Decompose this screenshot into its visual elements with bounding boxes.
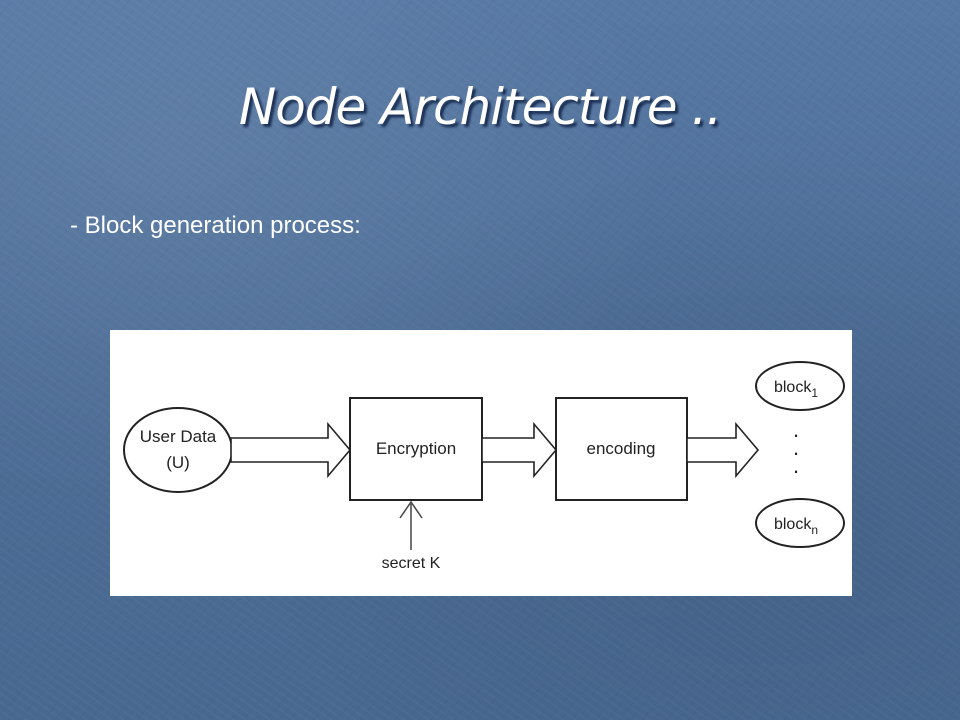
ellipsis-dot-2: . [793,435,799,460]
ellipsis-dot-3: . [793,453,799,478]
block-n-label: blockn [774,516,818,537]
block-1-node [755,361,845,411]
ellipsis-dot-1: . [793,417,799,442]
arrow-encryption-to-encoding [481,421,558,479]
user-data-label: User Data [140,427,217,446]
user-data-symbol: (U) [166,453,190,472]
slide-subtitle: - Block generation process: [70,212,361,239]
block-1-label: block1 [774,379,818,400]
arrow-input-to-encryption [230,421,352,479]
diagram-panel: User Data (U) Encryption encoding secret… [110,330,852,596]
slide-title: Node Architecture .. [238,78,722,136]
user-data-node [123,407,233,493]
encryption-node [349,397,483,501]
secret-key-arrowhead [399,500,423,519]
encoding-node [555,397,688,501]
block-n-subscript: n [811,523,818,537]
block-generation-diagram: User Data (U) Encryption encoding secret… [123,361,845,572]
block-1-subscript: 1 [811,386,818,400]
arrow-encoding-to-blocks [686,421,760,479]
encryption-label: Encryption [376,439,456,458]
encoding-label: encoding [586,439,655,458]
block-n-node [755,498,845,548]
secret-key-label: secret K [382,555,441,572]
